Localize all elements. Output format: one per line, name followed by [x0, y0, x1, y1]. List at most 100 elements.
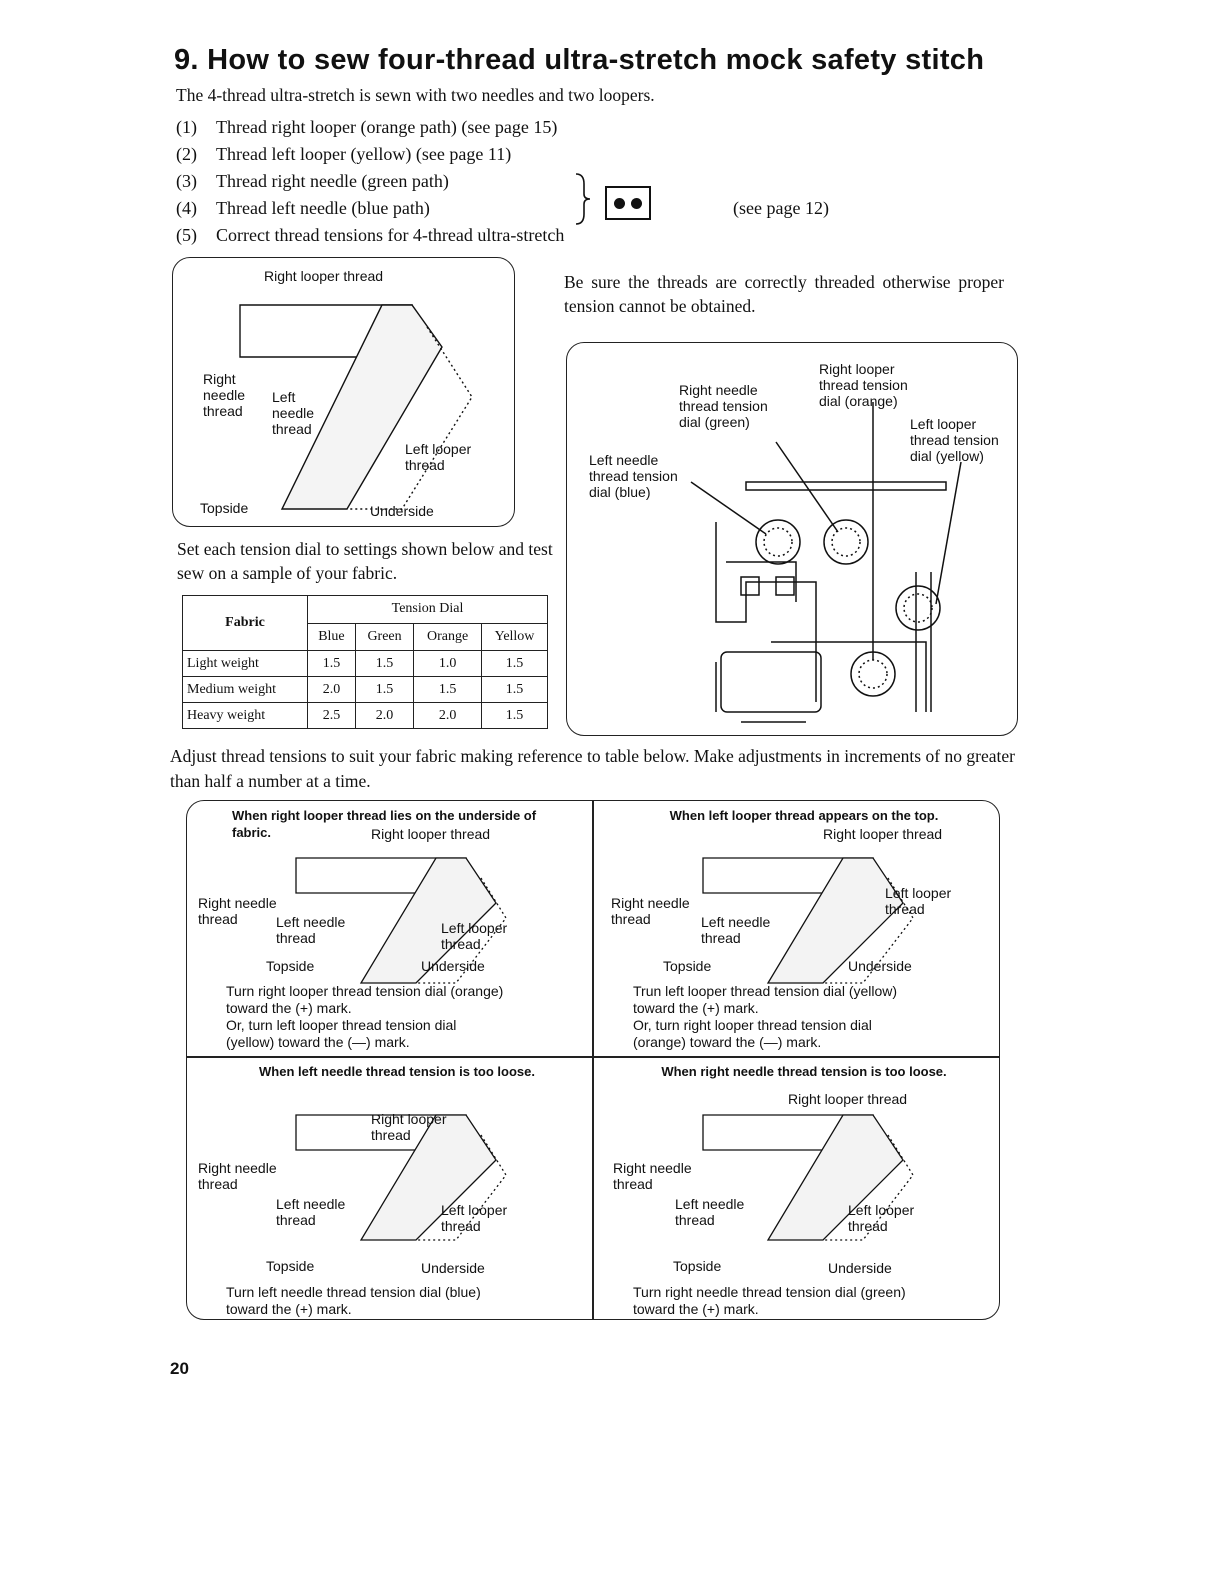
topside-label: Topside [266, 958, 315, 974]
brace-icon [575, 173, 591, 225]
stitch-diagram-frame [172, 257, 515, 527]
table-row: Medium weight 2.0 1.5 1.5 1.5 [182, 676, 548, 703]
value-cell: 1.5 [354, 676, 415, 703]
value-cell: 1.5 [481, 676, 548, 703]
left-needle-label: Left needle thread [276, 1196, 346, 1228]
left-looper-thread-label: Left looper thread [405, 441, 472, 473]
column-header: Blue [307, 622, 356, 651]
left-looper-label: Left looper thread [441, 1202, 508, 1234]
panel-instructions: Turn left needle thread tension dial (bl… [226, 1284, 551, 1318]
left-looper-label: Left looper thread [441, 920, 508, 952]
column-header: Orange [413, 622, 483, 651]
left-needle-dial-label: Left needle thread tension dial (blue) [589, 452, 678, 500]
fabric-header: Fabric [182, 595, 308, 651]
right-needle-label: Right needle thread [198, 895, 277, 927]
two-needle-icon [605, 186, 651, 220]
adjustment-panel: When right needle thread tension is too … [593, 1057, 999, 1317]
tension-table: Fabric Tension Dial Blue Green Orange Ye… [182, 595, 548, 729]
left-needle-label: Left needle thread [675, 1196, 745, 1228]
instruction-line: toward the (+) mark. [633, 1301, 759, 1317]
right-needle-label: Right needle thread [611, 895, 690, 927]
step-item: (4)Thread left needle (blue path) [176, 198, 430, 218]
panel-header: When right looper thread lies on the und… [232, 808, 537, 840]
page-title: 9. How to sew four-thread ultra-stretch … [174, 44, 985, 76]
right-needle-label: Right needle thread [198, 1160, 277, 1192]
underside-label: Underside [421, 958, 485, 974]
step-item: (5)Correct thread tensions for 4-thread … [176, 225, 565, 245]
column-header: Yellow [481, 622, 548, 651]
adjust-text: Adjust thread tensions to suit your fabr… [170, 746, 1015, 791]
column-header: Green [354, 622, 415, 651]
panel-header: When left looper thread appears on the t… [669, 808, 939, 823]
page-number: 20 [170, 1359, 189, 1378]
fabric-cell: Light weight [182, 650, 308, 677]
panel-instructions: Turn right needle thread tension dial (g… [633, 1284, 958, 1318]
see-page-ref: (see page 12) [733, 198, 829, 218]
left-needle-label: Left needle thread [701, 914, 771, 946]
instruction-line: (yellow) toward the (—) mark. [226, 1034, 410, 1050]
step-item: (3)Thread right needle (green path) [176, 171, 449, 191]
stitch-illustration [702, 857, 914, 984]
panel-divider [186, 1056, 1000, 1058]
stitch-illustration [702, 1114, 914, 1241]
instruction-line: Or, turn right looper thread tension dia… [633, 1017, 872, 1033]
instruction-line: Turn left needle thread tension dial (bl… [226, 1284, 481, 1300]
topside-label: Topside [663, 958, 712, 974]
value-cell: 2.0 [413, 702, 483, 729]
adjustment-panel: When left looper thread appears on the t… [593, 800, 999, 1056]
instruction-line: toward the (+) mark. [226, 1301, 352, 1317]
value-cell: 1.5 [307, 650, 356, 677]
right-looper-label: Right looper thread [371, 1111, 447, 1143]
instruction-line: Trun left looper thread tension dial (ye… [633, 983, 898, 999]
steps-list: (1)Thread right looper (orange path) (se… [176, 117, 876, 257]
underside-label: Underside [370, 503, 434, 519]
adjustment-panel: When left needle thread tension is too l… [186, 1057, 592, 1317]
stitch-illustration [295, 1114, 507, 1241]
right-looper-dial-label: Right looper thread tension dial (orange… [819, 361, 908, 409]
right-needle-dial-label: Right needle thread tension dial (green) [679, 382, 768, 430]
right-looper-label: Right looper thread [823, 826, 943, 842]
stitch-illustration [295, 857, 507, 984]
value-cell: 1.5 [413, 676, 483, 703]
value-cell: 1.5 [354, 650, 415, 677]
panel-instructions: Turn right looper thread tension dial (o… [226, 983, 551, 1051]
intro-text: The 4-thread ultra-stretch is sewn with … [176, 85, 655, 105]
instruction-line: toward the (+) mark. [226, 1000, 352, 1016]
right-looper-label: Right looper thread [788, 1091, 908, 1107]
dials-diagram-frame [566, 342, 1018, 736]
caution-text: Be sure the threads are correctly thread… [564, 272, 1004, 316]
left-looper-dial-label: Left looper thread tension dial (yellow) [910, 416, 999, 464]
topside-label: Topside [266, 1258, 315, 1274]
right-looper-thread-label: Right looper thread [264, 268, 384, 284]
left-looper-label: Left looper thread [848, 1202, 915, 1234]
right-looper-label: Right looper thread [371, 826, 491, 842]
value-cell: 1.0 [413, 650, 483, 677]
value-cell: 2.5 [307, 702, 356, 729]
left-looper-label: Left looper thread [885, 885, 952, 917]
left-needle-label: Left needle thread [276, 914, 346, 946]
fabric-cell: Heavy weight [182, 702, 308, 729]
value-cell: 2.0 [354, 702, 415, 729]
instruction-line: Turn right needle thread tension dial (g… [633, 1284, 906, 1300]
panel-divider [592, 800, 594, 1320]
value-cell: 1.5 [481, 702, 548, 729]
step-item: (2)Thread left looper (yellow) (see page… [176, 144, 512, 164]
value-cell: 2.0 [307, 676, 356, 703]
tension-dial-header: Tension Dial [307, 595, 548, 624]
step-item: (1)Thread right looper (orange path) (se… [176, 117, 558, 137]
panel-header: When right needle thread tension is too … [661, 1064, 947, 1079]
topside-label: Topside [673, 1258, 722, 1274]
set-dials-text: Set each tension dial to settings shown … [177, 539, 553, 583]
fabric-cell: Medium weight [182, 676, 308, 703]
left-needle-thread-label: Left needle thread [272, 389, 315, 437]
instruction-line: toward the (+) mark. [633, 1000, 759, 1016]
machine-dials-illustration [690, 402, 962, 723]
panel-instructions: Trun left looper thread tension dial (ye… [633, 983, 958, 1051]
stitch-illustration [239, 304, 473, 510]
instruction-line: Turn right looper thread tension dial (o… [226, 983, 504, 999]
panel-header: When left needle thread tension is too l… [259, 1064, 535, 1079]
underside-label: Underside [828, 1260, 892, 1276]
topside-label: Topside [200, 500, 249, 516]
right-needle-thread-label: Right needle thread [203, 371, 246, 419]
underside-label: Underside [421, 1260, 485, 1276]
